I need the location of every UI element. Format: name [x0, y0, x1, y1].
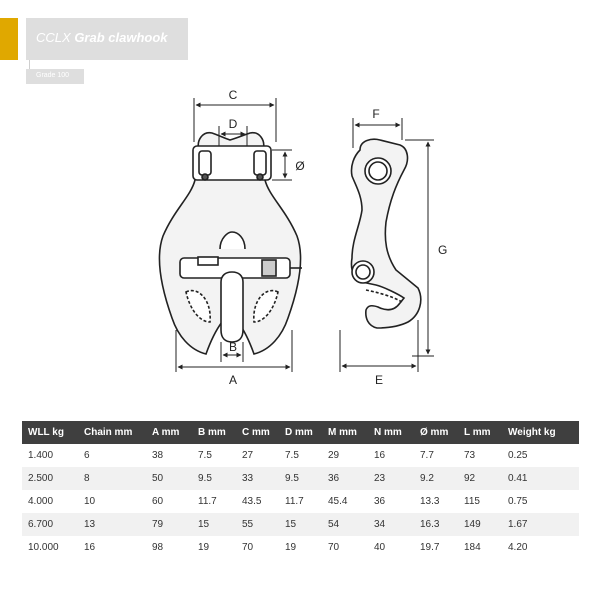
- table-cell: 7.5: [279, 444, 322, 467]
- table-cell: 36: [368, 490, 414, 513]
- side-view: [350, 138, 422, 329]
- table-header-row: WLL kg Chain mm A mm B mm C mm D mm M mm…: [22, 421, 579, 444]
- table-cell: 54: [322, 513, 368, 536]
- table-cell: 4.20: [502, 536, 579, 559]
- side-dimensions: [339, 118, 434, 372]
- table-cell: 23: [368, 467, 414, 490]
- table-cell: 184: [458, 536, 502, 559]
- label-a: A: [229, 373, 237, 387]
- table-cell: 40: [368, 536, 414, 559]
- table-cell: 6: [78, 444, 146, 467]
- table-cell: 115: [458, 490, 502, 513]
- front-top-bar: [192, 145, 272, 181]
- table-cell: 16: [78, 536, 146, 559]
- label-diameter: Ø: [295, 159, 304, 173]
- label-f: F: [372, 107, 379, 121]
- front-dimensions: [175, 98, 293, 372]
- table-cell: 16.3: [414, 513, 458, 536]
- label-c: C: [229, 88, 238, 102]
- title-main: Grab clawhook: [74, 30, 168, 45]
- label-b: B: [229, 340, 237, 354]
- col-header: N mm: [368, 421, 414, 444]
- col-header: Weight kg: [502, 421, 579, 444]
- table-cell: 1.67: [502, 513, 579, 536]
- table-cell: 8: [78, 467, 146, 490]
- table-cell: 55: [236, 513, 279, 536]
- table-cell: 4.000: [22, 490, 78, 513]
- table-cell: 9.5: [279, 467, 322, 490]
- table-cell: 79: [146, 513, 192, 536]
- table-cell: 0.41: [502, 467, 579, 490]
- table-cell: 43.5: [236, 490, 279, 513]
- table-cell: 15: [279, 513, 322, 536]
- table-cell: 16: [368, 444, 414, 467]
- table-cell: 33: [236, 467, 279, 490]
- table-cell: 15: [192, 513, 236, 536]
- table-cell: 11.7: [279, 490, 322, 513]
- table-cell: 38: [146, 444, 192, 467]
- grade-label: Grade 100: [36, 72, 70, 79]
- table-cell: 36: [322, 467, 368, 490]
- table-cell: 50: [146, 467, 192, 490]
- table-cell: 6.700: [22, 513, 78, 536]
- guide-line: [29, 60, 30, 69]
- col-header: Ø mm: [414, 421, 458, 444]
- label-e: E: [375, 373, 383, 387]
- product-title: CCLX Grab clawhook: [36, 30, 168, 45]
- table-cell: 0.25: [502, 444, 579, 467]
- col-header: C mm: [236, 421, 279, 444]
- table-cell: 73: [458, 444, 502, 467]
- table-cell: 60: [146, 490, 192, 513]
- dimension-labels: C D Ø B A F G E: [229, 88, 448, 387]
- table-cell: 45.4: [322, 490, 368, 513]
- table-cell: 7.5: [192, 444, 236, 467]
- table-cell: 13.3: [414, 490, 458, 513]
- col-header: A mm: [146, 421, 192, 444]
- spec-table: WLL kg Chain mm A mm B mm C mm D mm M mm…: [22, 421, 579, 559]
- table-row: 10.000 16 98 19 70 19 70 40 19.7 184 4.2…: [22, 536, 579, 559]
- table-cell: 0.75: [502, 490, 579, 513]
- table-cell: 2.500: [22, 467, 78, 490]
- table-cell: 1.400: [22, 444, 78, 467]
- table-cell: 34: [368, 513, 414, 536]
- col-header: WLL kg: [22, 421, 78, 444]
- table-cell: 7.7: [414, 444, 458, 467]
- label-d: D: [229, 117, 238, 131]
- table-cell: 19.7: [414, 536, 458, 559]
- technical-drawing: C D Ø B A F G E: [158, 88, 448, 387]
- table-cell: 149: [458, 513, 502, 536]
- table-cell: 13: [78, 513, 146, 536]
- table-cell: 29: [322, 444, 368, 467]
- grade-box: [26, 69, 84, 84]
- col-header: Chain mm: [78, 421, 146, 444]
- accent-bar: [0, 18, 18, 60]
- table-row: 4.000 10 60 11.7 43.5 11.7 45.4 36 13.3 …: [22, 490, 579, 513]
- col-header: B mm: [192, 421, 236, 444]
- table-cell: 70: [322, 536, 368, 559]
- table-cell: 19: [279, 536, 322, 559]
- table-cell: 10: [78, 490, 146, 513]
- title-box: [26, 18, 188, 60]
- col-header: D mm: [279, 421, 322, 444]
- table-cell: 9.2: [414, 467, 458, 490]
- table-row: 6.700 13 79 15 55 15 54 34 16.3 149 1.67: [22, 513, 579, 536]
- label-g: G: [438, 243, 447, 257]
- table-cell: 27: [236, 444, 279, 467]
- table-cell: 10.000: [22, 536, 78, 559]
- table-cell: 92: [458, 467, 502, 490]
- title-prefix: CCLX: [36, 30, 71, 45]
- table-cell: 98: [146, 536, 192, 559]
- table-cell: 19: [192, 536, 236, 559]
- table-cell: 9.5: [192, 467, 236, 490]
- table-row: 2.500 8 50 9.5 33 9.5 36 23 9.2 92 0.41: [22, 467, 579, 490]
- table-cell: 70: [236, 536, 279, 559]
- table-row: 1.400 6 38 7.5 27 7.5 29 16 7.7 73 0.25: [22, 444, 579, 467]
- table-cell: 11.7: [192, 490, 236, 513]
- col-header: L mm: [458, 421, 502, 444]
- front-view: [158, 131, 302, 355]
- col-header: M mm: [322, 421, 368, 444]
- front-chain-link: [220, 271, 244, 343]
